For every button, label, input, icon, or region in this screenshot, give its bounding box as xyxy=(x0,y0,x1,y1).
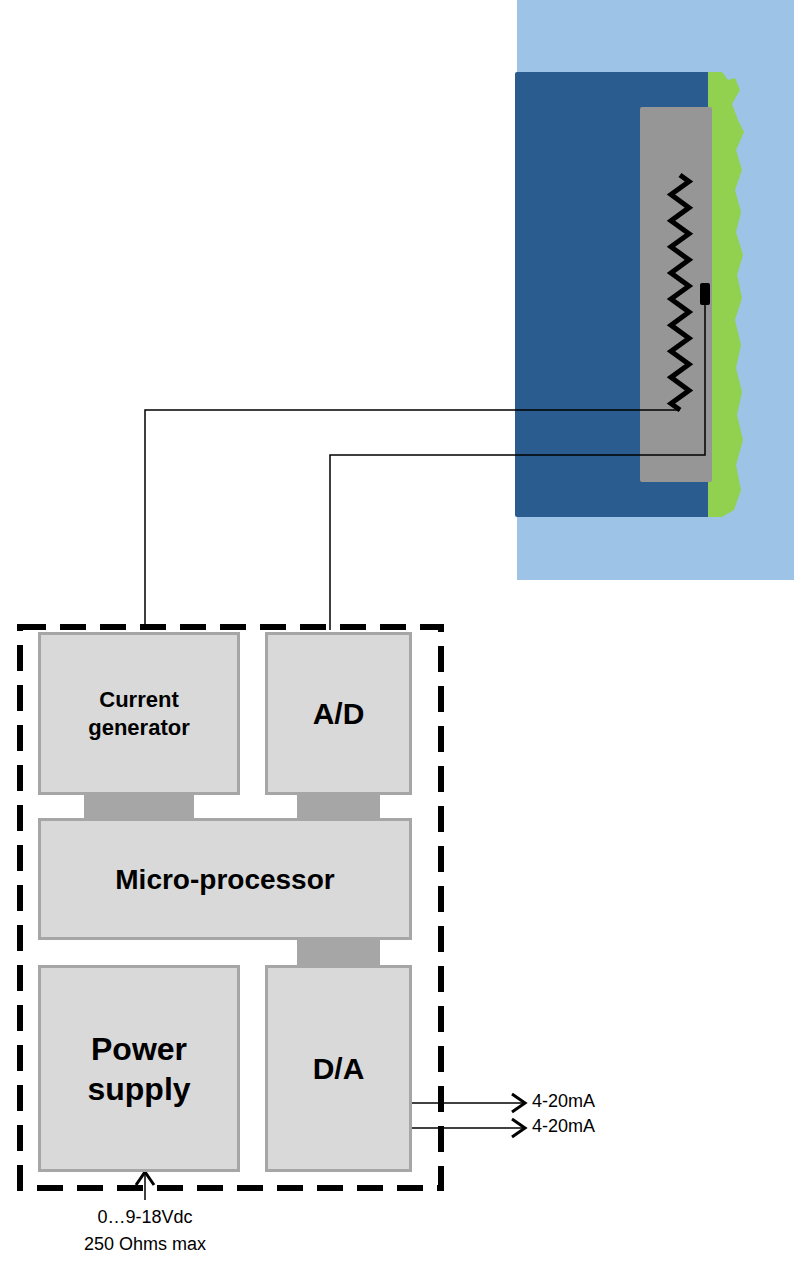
box-label: A/D xyxy=(313,695,365,733)
bus-connector xyxy=(297,939,380,967)
process-box: A/D xyxy=(265,632,412,795)
bus-connector xyxy=(297,794,380,820)
wire xyxy=(145,410,680,630)
arrowhead xyxy=(512,1094,525,1112)
supply-label: 0…9-18Vdc xyxy=(97,1207,192,1228)
bus-connector xyxy=(84,794,194,820)
process-box: Power supply xyxy=(38,965,240,1172)
probe-body xyxy=(515,72,713,517)
fouling-layer xyxy=(708,72,744,517)
processor-box: Micro-processor xyxy=(38,818,412,940)
box-label: Power supply xyxy=(49,1029,229,1109)
box-label: D/A xyxy=(313,1050,365,1088)
output-wire xyxy=(412,1102,524,1104)
sensor-plate xyxy=(640,107,712,482)
process-box: D/A xyxy=(265,965,412,1172)
process-box: Current generator xyxy=(38,632,240,795)
arrowhead xyxy=(512,1119,525,1137)
box-label: Current generator xyxy=(49,686,229,741)
signal-label: 4-20mA xyxy=(532,1116,595,1137)
housing-outline xyxy=(20,627,441,1188)
arrowhead xyxy=(136,1172,154,1185)
signal-label: 4-20mA xyxy=(532,1091,595,1112)
output-wire xyxy=(412,1127,524,1129)
supply-label: 250 Ohms max xyxy=(84,1234,206,1255)
wire xyxy=(330,305,705,630)
temperature-sensor xyxy=(700,283,710,305)
resistor-symbol xyxy=(671,175,689,410)
box-label: Micro-processor xyxy=(115,862,334,897)
supply-wire xyxy=(144,1173,146,1200)
